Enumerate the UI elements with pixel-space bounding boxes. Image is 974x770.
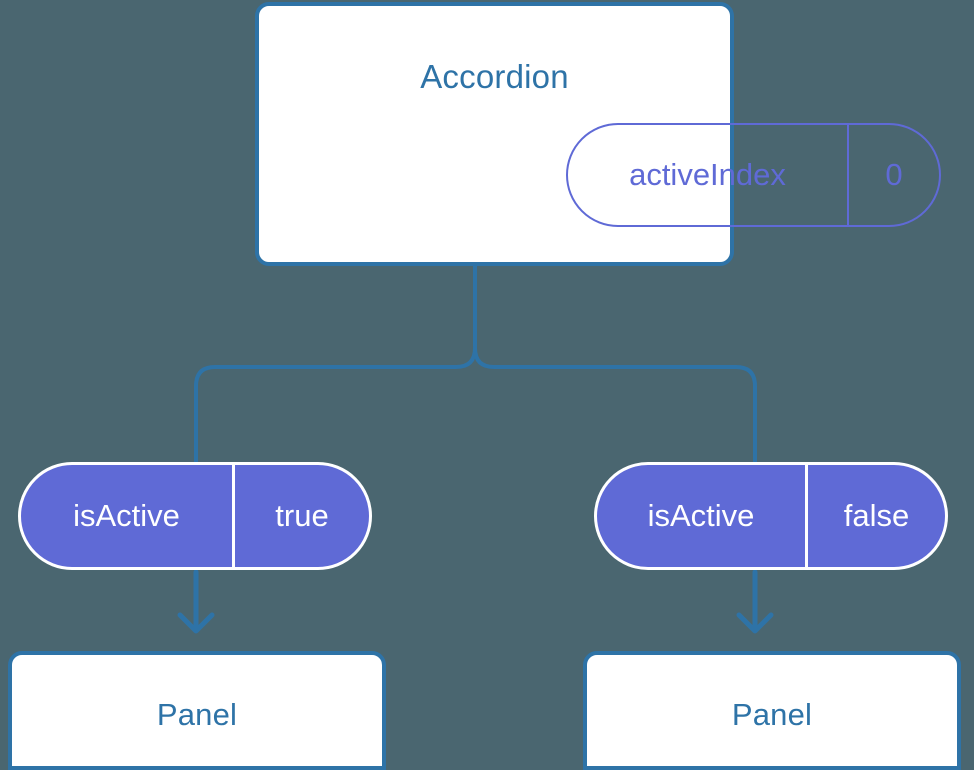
connector-branch-right (473, 346, 757, 464)
panel-component-card-right[interactable]: Panel (583, 651, 961, 770)
prop-pill-activeindex[interactable]: activeIndex 0 (566, 123, 941, 227)
panel-title-right: Panel (731, 697, 813, 732)
panel-component-card-left[interactable]: Panel (8, 651, 386, 770)
prop-key-isactive-right: isActive (597, 465, 808, 567)
prop-key-isactive-left: isActive (21, 465, 235, 567)
prop-value-isactive-right: false (843, 498, 910, 533)
panel-title-left: Panel (156, 697, 238, 732)
prop-pill-isactive-right[interactable]: isActive false (594, 462, 948, 570)
prop-value-isactive-left: true (275, 498, 329, 533)
arrow-head-left-icon (177, 612, 215, 634)
arrow-head-right-icon (736, 612, 774, 634)
accordion-component-card[interactable]: Accordion activeIndex 0 (255, 2, 941, 266)
accordion-title: Accordion (420, 58, 569, 95)
prop-key-activeindex: activeIndex (568, 125, 849, 225)
prop-pill-isactive-left[interactable]: isActive true (18, 462, 372, 570)
connector-branch-left (194, 346, 477, 464)
prop-value-activeindex: 0 (885, 157, 903, 192)
